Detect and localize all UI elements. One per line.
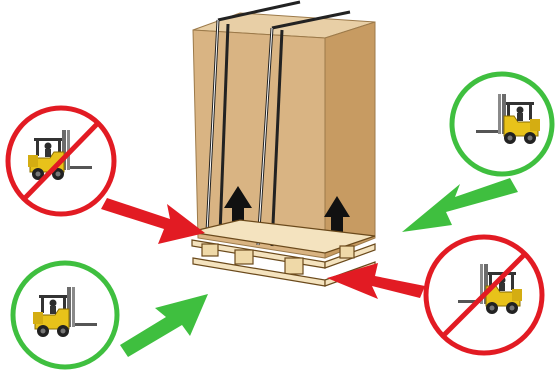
allowed-circle-icon (452, 74, 552, 174)
forbidden-direction-arrow-left (101, 198, 205, 244)
allowed-circle-icon (13, 263, 117, 367)
allowed-direction-arrow-right (402, 178, 518, 232)
prohibited-circle-icon (8, 108, 114, 214)
forbidden-direction-arrow-right (327, 263, 425, 299)
allowed-direction-arrow-left (120, 294, 208, 357)
prohibited-circle-icon (426, 237, 542, 353)
